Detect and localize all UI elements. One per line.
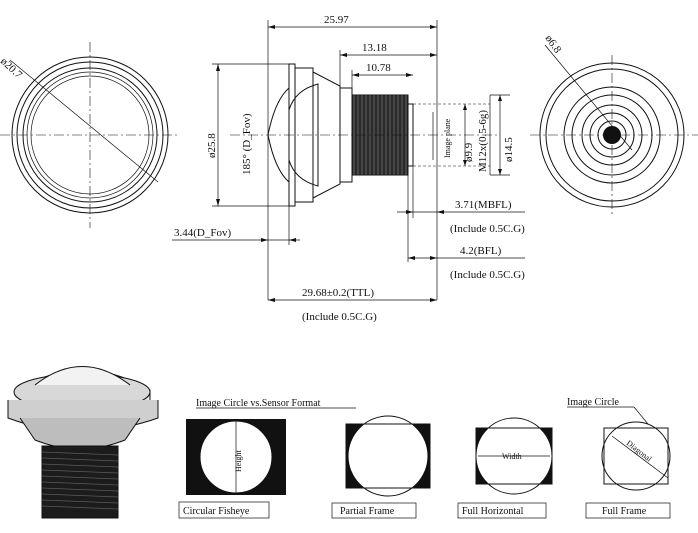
thread-label: M12x(0.5-6g) (477, 110, 489, 172)
bfl-note: (Include 0.5C.G) (450, 269, 525, 281)
rear-diameter-label: ø6.8 (543, 33, 564, 56)
full-horizontal-label: Full Horizontal (462, 506, 524, 517)
front-view: ø20.7 (0, 42, 180, 228)
circular-fisheye-label: Circular Fisheye (183, 506, 250, 517)
format-heading: Image Circle vs.Sensor Format (196, 398, 321, 409)
lens-render (7, 366, 159, 519)
image-circle-label: Image Circle (567, 397, 619, 408)
full-frame-label: Full Frame (602, 506, 647, 517)
length-13-label: 13.18 (362, 42, 387, 54)
length-10-label: 10.78 (366, 62, 391, 74)
mbfl-label: 3.71(MBFL) (455, 199, 512, 211)
dfov-offset-label: 3.44(D_Fov) (174, 227, 231, 239)
format-section: Image Circle vs.Sensor Format Height Cir… (178, 397, 671, 519)
height-label: ø25.8 (206, 133, 218, 158)
side-view: 25.97 13.18 10.78 ø25.8 185° (D_Fov) Ima… (172, 14, 525, 323)
bfl-label: 4.2(BFL) (460, 245, 502, 257)
fov-label: 185° (D_Fov) (241, 113, 253, 175)
outer-diameter-label: ø14.5 (503, 137, 515, 162)
ttl-label: 29.68±0.2(TTL) (302, 287, 374, 299)
overall-length-label: 25.97 (324, 14, 349, 26)
width-label-format: Width (502, 452, 522, 461)
mbfl-note: (Include 0.5C.G) (450, 223, 525, 235)
ttl-note: (Include 0.5C.G) (302, 311, 377, 323)
image-plane-label: Image plane (443, 118, 452, 158)
partial-frame-label: Partial Frame (340, 506, 395, 517)
height-label-format: Height (234, 449, 243, 472)
front-diameter-label: ø20.7 (0, 55, 25, 81)
rear-view: ø6.8 (530, 33, 698, 215)
inner-diameter-label: ø9.9 (463, 142, 475, 162)
